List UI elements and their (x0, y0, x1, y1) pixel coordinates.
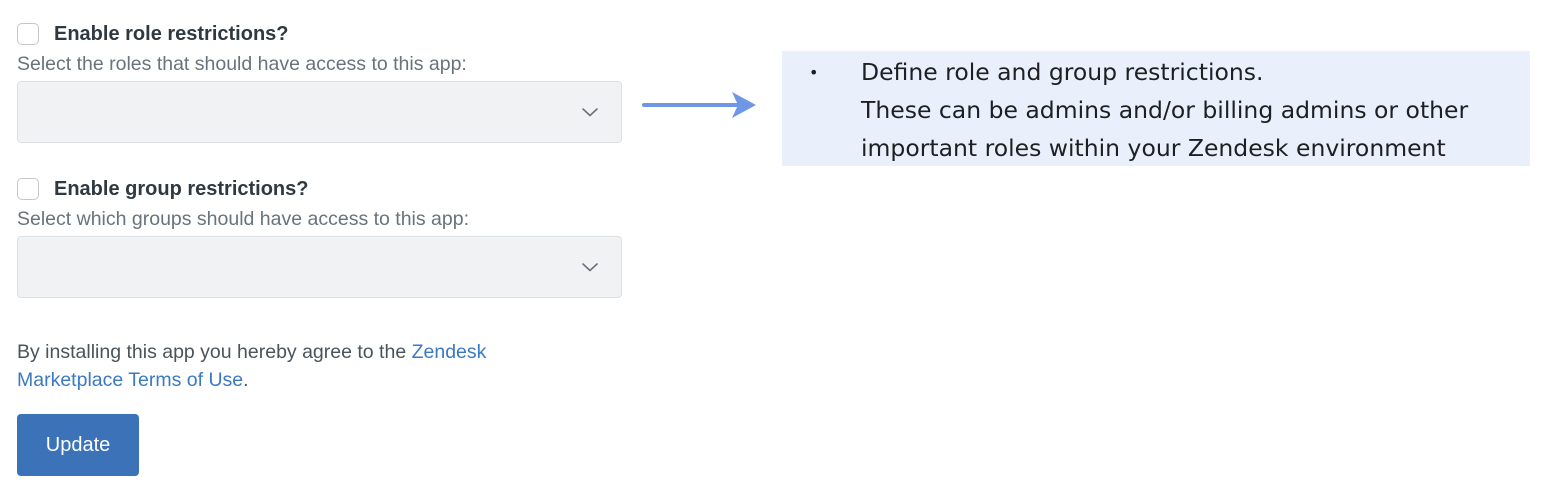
group-restrictions-label[interactable]: Enable group restrictions? (54, 177, 309, 200)
role-restrictions-row: Enable role restrictions? (17, 20, 622, 48)
role-select-dropdown[interactable] (17, 81, 622, 143)
group-select-hint: Select which groups should have access t… (17, 208, 470, 230)
terms-suffix: . (243, 369, 249, 391)
annotation-callout: • Define role and group restrictions. Th… (782, 51, 1530, 166)
group-restrictions-row: Enable group restrictions? (17, 175, 622, 203)
role-restrictions-label[interactable]: Enable role restrictions? (54, 22, 289, 45)
terms-notice: By installing this app you hereby agree … (17, 338, 577, 394)
chevron-down-icon (582, 108, 598, 117)
role-restrictions-checkbox[interactable] (17, 23, 39, 45)
annotation-line: Define role and group restrictions. (861, 58, 1264, 86)
bullet-icon: • (809, 63, 819, 82)
terms-prefix: By installing this app you hereby agree … (17, 341, 412, 363)
annotation-line: important roles within your Zendesk envi… (861, 134, 1446, 162)
annotation-line: These can be admins and/or billing admin… (861, 96, 1469, 124)
terms-of-use-link[interactable]: Zendesk Marketplace Terms of Use (17, 341, 487, 391)
chevron-down-icon (582, 263, 598, 272)
group-restrictions-checkbox[interactable] (17, 178, 39, 200)
app-settings-form: Enable role restrictions? Select the rol… (17, 20, 622, 394)
role-select-hint: Select the roles that should have access… (17, 53, 467, 75)
update-button[interactable]: Update (17, 414, 139, 476)
arrow-right-icon (642, 92, 756, 118)
group-select-dropdown[interactable] (17, 236, 622, 298)
